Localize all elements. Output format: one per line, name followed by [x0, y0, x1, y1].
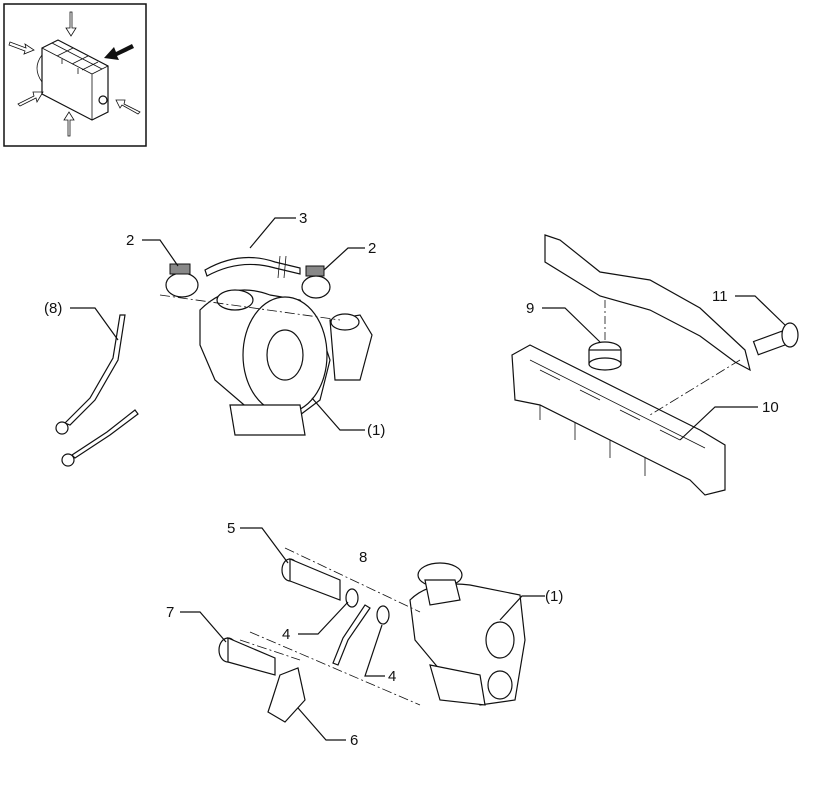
- bracket: [267, 667, 306, 723]
- label-oil-pipe-ref: (8): [44, 300, 62, 317]
- label-plug: 9: [526, 300, 534, 317]
- label-manifold: 10: [762, 399, 779, 416]
- bottom-bolt: [218, 637, 276, 676]
- turbocharger-bottom: [409, 562, 526, 706]
- label-clamp-right: 2: [368, 240, 376, 257]
- pipe-top: [204, 256, 301, 277]
- label-pipe: 3: [299, 210, 307, 227]
- clamp-left: [165, 263, 199, 298]
- label-bottom-bolt: 7: [166, 604, 174, 621]
- label-bolt: 11: [712, 288, 728, 305]
- label-return-pipe: 8: [359, 549, 367, 566]
- label-clamp-left: 2: [126, 232, 134, 249]
- oil-pipe-top: [55, 314, 139, 467]
- leader-lines: [70, 217, 786, 741]
- label-turbo-top: (1): [367, 422, 385, 439]
- clamp-right: [301, 265, 331, 299]
- label-washer-left: 4: [282, 626, 290, 643]
- label-union-bolt: 5: [227, 520, 235, 537]
- return-pipe: [332, 604, 371, 666]
- plug: [588, 341, 622, 371]
- washer-right: [376, 605, 390, 625]
- orientation-cube-icon: [3, 3, 147, 147]
- label-bracket: 6: [350, 732, 358, 749]
- label-turbo-bottom: (1): [545, 588, 563, 605]
- washer-left: [345, 588, 359, 608]
- turbocharger-top: [199, 289, 373, 436]
- label-washer-right: 4: [388, 668, 396, 685]
- heat-shield: [544, 234, 751, 372]
- union-bolt: [281, 558, 341, 601]
- exhaust-manifold: [511, 344, 726, 496]
- bolt: [752, 322, 799, 356]
